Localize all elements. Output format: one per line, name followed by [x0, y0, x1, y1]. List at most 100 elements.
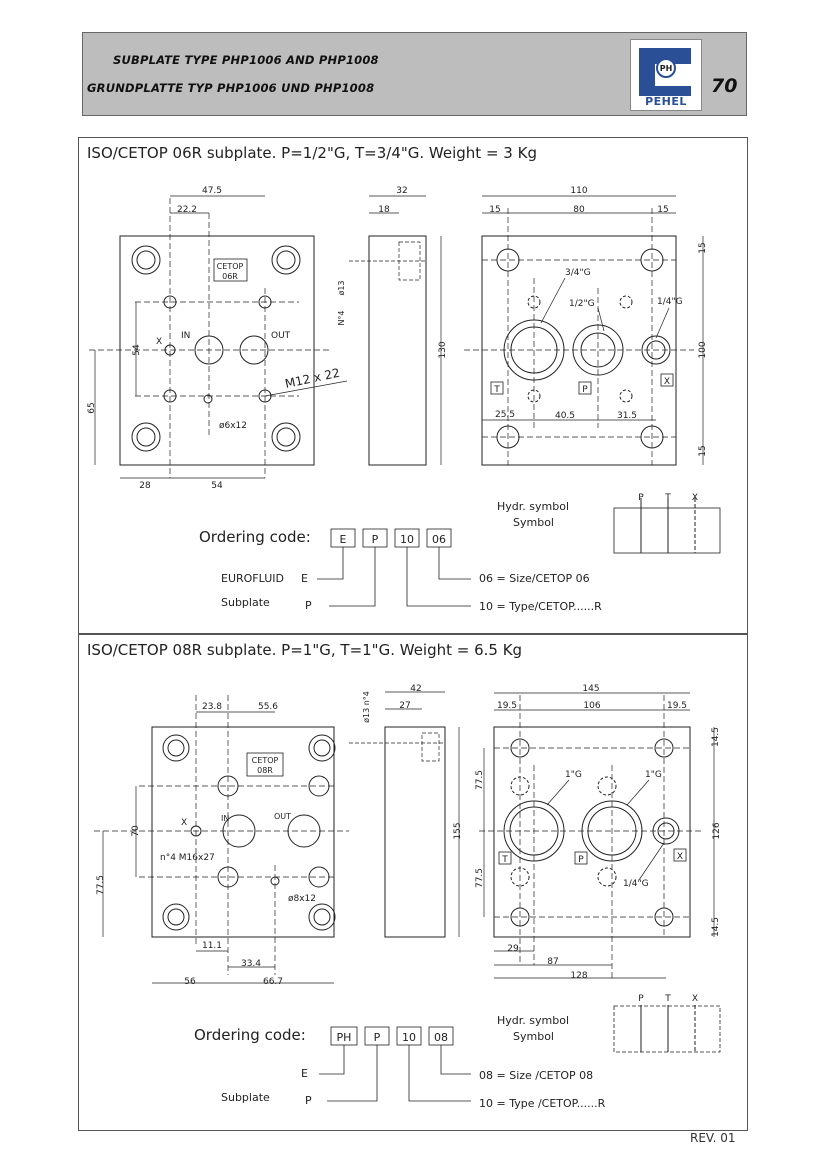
p2-hole-label: ø8x12 — [288, 894, 316, 904]
revision-label: REV. 01 — [690, 1131, 736, 1145]
p1-cetop-size: 06R — [222, 272, 238, 281]
header-title-de: GRUNDPLATTE TYP PHP1006 UND PHP1008 — [87, 81, 375, 95]
p2-legend-subplate: Subplate — [221, 1091, 270, 1104]
p1-ordering-leaders — [317, 547, 471, 607]
panel-cetop-06: ISO/CETOP 06R subplate. P=1/2"G, T=3/4"G… — [78, 137, 748, 634]
p2-dim-27: 27 — [399, 701, 410, 711]
p1-top-dims — [482, 195, 704, 465]
p1-front-body — [119, 235, 315, 466]
header-title-en: SUBPLATE TYPE PHP1006 AND PHP1008 — [113, 53, 379, 67]
p1-dim-80: 80 — [573, 205, 585, 215]
p2-code-10: 10 — [402, 1031, 416, 1044]
p1-dim-54v: 54 — [132, 344, 142, 356]
p2-symbol-p: P — [638, 994, 644, 1004]
logo-text: PEHEL — [645, 95, 687, 108]
p2-port-1a: 1"G — [565, 770, 582, 780]
p2-dim-19-5b: 19.5 — [667, 701, 687, 711]
p2-ordering-label: Ordering code: — [194, 1026, 306, 1044]
p1-dim-18: 18 — [378, 205, 390, 215]
p1-port-x: X — [664, 377, 670, 387]
p1-legend-eurofluid: EUROFLUID — [221, 572, 284, 585]
p2-port-x: X — [677, 852, 683, 862]
p1-side-body — [368, 235, 427, 466]
p2-dim-14-5a: 14.5 — [711, 727, 721, 747]
p2-top-body — [493, 726, 691, 938]
p1-symbol-subtitle: Symbol — [513, 516, 554, 529]
p2-port-1b: 1"G — [645, 770, 662, 780]
p2-dim-29: 29 — [507, 944, 519, 954]
p2-cetop-box — [246, 752, 284, 777]
p1-code-e: E — [340, 533, 347, 546]
p1-dim-22-2: 22.2 — [177, 205, 197, 215]
p2-dim-11-1: 11.1 — [202, 941, 222, 951]
p2-front-centerlines — [94, 695, 349, 975]
p2-legend-e: E — [301, 1067, 308, 1080]
panel2-drawing: CETOP 08R IN OUT X n°4 M16x27 ø8x12 23.8… — [94, 684, 722, 1110]
p2-x-label: X — [181, 818, 187, 828]
p1-front-dims — [94, 195, 265, 479]
p1-dim-32: 32 — [396, 186, 407, 196]
p2-dim-106: 106 — [583, 701, 600, 711]
pehel-logo: PH PEHEL — [630, 39, 702, 111]
p2-ordering-leaders — [319, 1045, 471, 1102]
p1-symbol-p: P — [638, 493, 644, 503]
p1-top-body — [481, 235, 677, 466]
p2-front-dims — [102, 711, 334, 984]
p2-dim-155: 155 — [453, 822, 463, 839]
p2-code-ph: PH — [337, 1031, 352, 1044]
p1-dim-47-5: 47.5 — [202, 186, 222, 196]
p2-dim-126: 126 — [712, 822, 722, 839]
p1-ordering-label: Ordering code: — [199, 528, 311, 546]
p2-dim-33-4: 33.4 — [241, 959, 261, 969]
p2-top-centerlines — [479, 695, 704, 980]
p1-port-12: 1/2"G — [569, 299, 595, 309]
p1-centerlines — [89, 198, 329, 478]
p2-side-body — [384, 726, 446, 938]
p1-code-06: 06 — [432, 533, 446, 546]
panel2-title: ISO/CETOP 08R subplate. P=1"G, T=1"G. We… — [87, 641, 523, 659]
p2-top-holes — [503, 738, 680, 927]
p1-top-holes — [496, 248, 671, 449]
p2-port-t: T — [501, 855, 508, 865]
p1-symbol-title: Hydr. symbol — [497, 500, 569, 513]
p2-desc-08: 08 = Size /CETOP 08 — [479, 1069, 593, 1082]
p1-legend-subplate: Subplate — [221, 596, 270, 609]
p2-dim-14-5b: 14.5 — [711, 917, 721, 937]
p2-dim-55-6: 55.6 — [258, 702, 278, 712]
p1-port-p: P — [582, 385, 588, 395]
p2-desc-10: 10 = Type /CETOP......R — [479, 1097, 606, 1110]
p1-dim-31-5: 31.5 — [617, 411, 637, 421]
p1-dim-100: 100 — [698, 341, 708, 358]
p2-cetop-label: CETOP — [252, 756, 279, 765]
page-number: 70 — [711, 75, 738, 97]
p1-code-p: P — [372, 533, 379, 546]
p2-symbol-t: T — [664, 994, 671, 1004]
p1-dim-54h: 54 — [211, 481, 223, 491]
p2-dim-56: 56 — [184, 977, 196, 987]
p1-d13-label: ø13 — [337, 280, 346, 295]
panel1-drawing: CETOP 06R IN OUT X M12 x 22 ø6x12 47.5 2… — [87, 186, 721, 613]
p2-side-hidden — [349, 732, 445, 762]
p1-cetop-box — [213, 258, 248, 282]
p2-dim-23-8: 23.8 — [202, 702, 222, 712]
p1-dim-40-5: 40.5 — [555, 411, 575, 421]
p1-dim-28: 28 — [139, 481, 151, 491]
logo-mark-icon: PH — [639, 48, 691, 96]
logo-mark-text: PH — [660, 64, 673, 73]
p1-legend-e: E — [301, 572, 308, 585]
p2-dim-66-7: 66.7 — [263, 977, 283, 987]
p1-x-label: X — [156, 337, 162, 347]
p2-cetop-size: 08R — [257, 766, 273, 775]
p1-symbol-t: T — [664, 493, 671, 503]
p2-port-14: 1/4"G — [623, 879, 649, 889]
p2-dim-87: 87 — [547, 957, 558, 967]
page-header: SUBPLATE TYPE PHP1006 AND PHP1008 GRUNDP… — [82, 32, 747, 116]
p1-n4-label: N°4 — [337, 310, 346, 325]
p1-dim-25-5: 25.5 — [495, 410, 515, 420]
p2-dim-19-5a: 19.5 — [497, 701, 517, 711]
p2-top-dims — [483, 692, 715, 979]
p2-port-p: P — [578, 855, 584, 865]
p2-dim-77-5: 77.5 — [96, 875, 106, 895]
p1-port-34: 3/4"G — [565, 268, 591, 278]
p2-dim-77-5a: 77.5 — [475, 770, 485, 790]
